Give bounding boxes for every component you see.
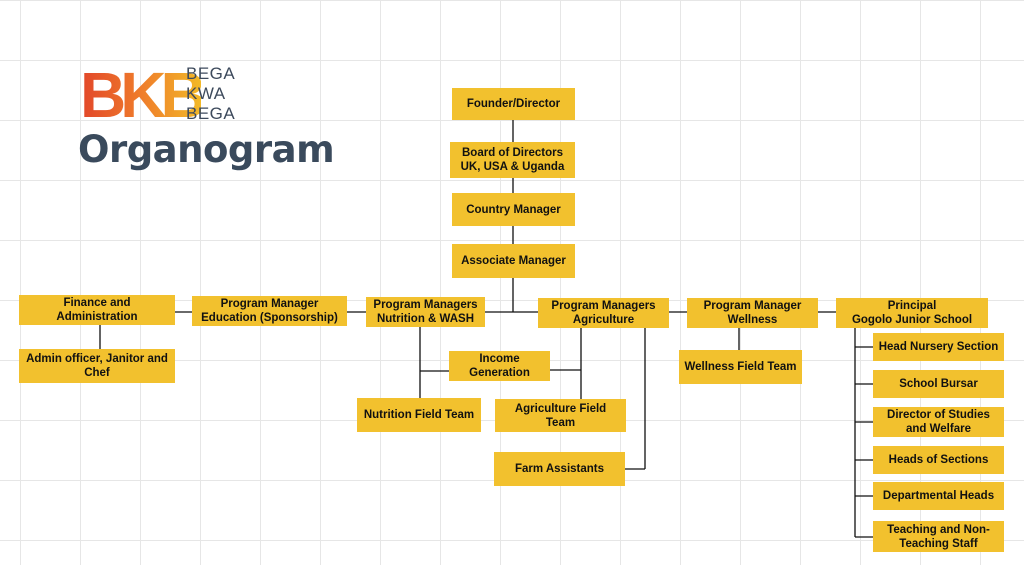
node-wellness-field-team: Wellness Field Team [679, 350, 802, 384]
node-principal: Principal Gogolo Junior School [836, 298, 988, 328]
node-heads-of-sections: Heads of Sections [873, 446, 1004, 474]
node-school-bursar: School Bursar [873, 370, 1004, 398]
node-associate-manager: Associate Manager [452, 244, 575, 278]
page-title: Organogram [78, 128, 335, 171]
node-departmental-heads: Departmental Heads [873, 482, 1004, 510]
node-board-of-directors: Board of Directors UK, USA & Uganda [450, 142, 575, 178]
node-pm-wellness: Program Manager Wellness [687, 298, 818, 328]
node-director-of-studies: Director of Studies and Welfare [873, 407, 1004, 437]
node-finance-administration: Finance and Administration [19, 295, 175, 325]
node-farm-assistants: Farm Assistants [494, 452, 625, 486]
bkb-logo: BKB BEGA KWA BEGA [80, 62, 240, 128]
node-teaching-staff: Teaching and Non- Teaching Staff [873, 521, 1004, 552]
logo-letters: BKB [80, 59, 207, 131]
node-head-nursery-section: Head Nursery Section [873, 333, 1004, 361]
node-agriculture-field-team: Agriculture Field Team [495, 399, 626, 432]
node-country-manager: Country Manager [452, 193, 575, 226]
node-pm-agriculture: Program Managers Agriculture [538, 298, 669, 328]
node-admin-officer: Admin officer, Janitor and Chef [19, 349, 175, 383]
node-founder-director: Founder/Director [452, 88, 575, 120]
node-nutrition-field-team: Nutrition Field Team [357, 398, 481, 432]
node-pm-nutrition-wash: Program Managers Nutrition & WASH [366, 297, 485, 327]
node-pm-education: Program Manager Education (Sponsorship) [192, 296, 347, 326]
node-income-generation: Income Generation [449, 351, 550, 381]
logo-words: BEGA KWA BEGA [186, 64, 236, 123]
